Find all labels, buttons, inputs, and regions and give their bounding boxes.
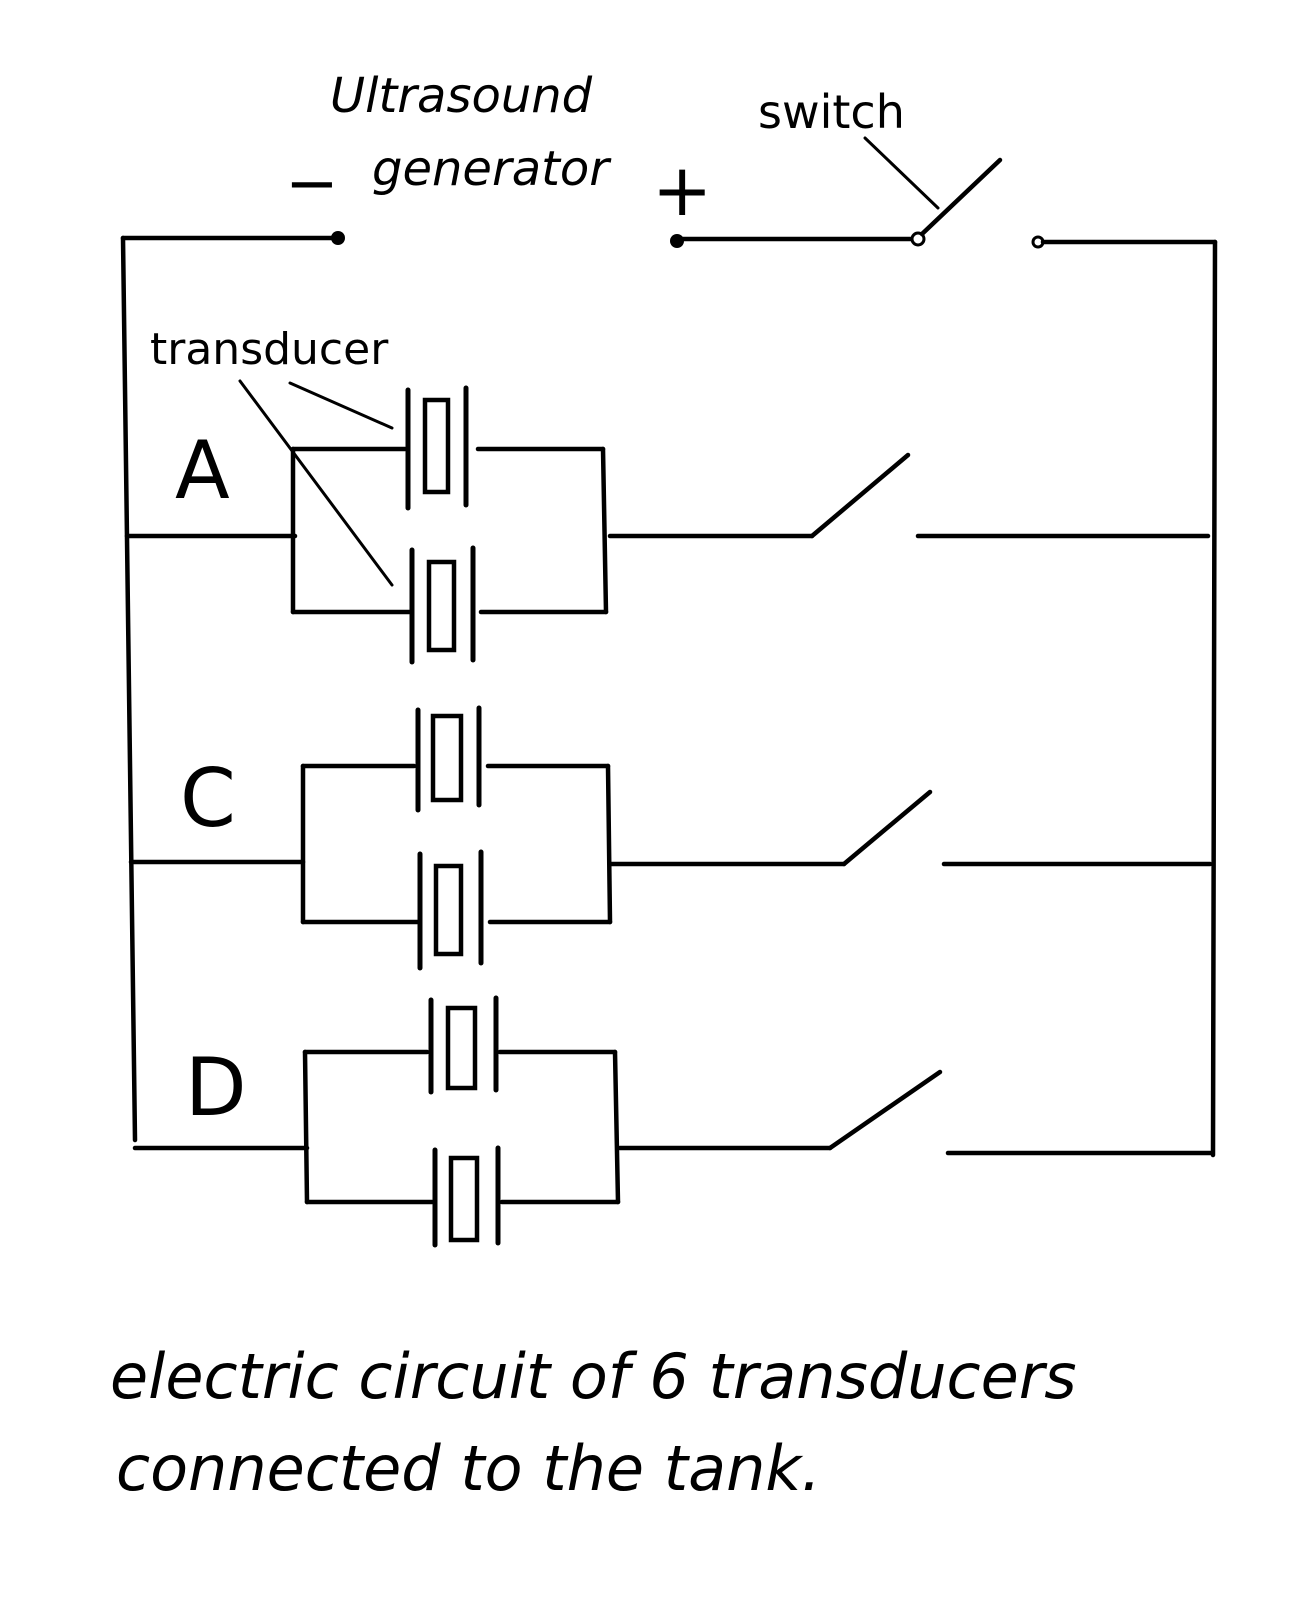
- generator-supply: [120, 157, 1218, 249]
- switch-leader-line: [863, 136, 940, 210]
- negative-sign: −: [285, 147, 339, 221]
- transducer-a2-crystal: [426, 559, 457, 653]
- transducer-a1: [405, 385, 469, 511]
- generator-title-line2: generator: [372, 141, 612, 197]
- transducer-c1-crystal: [430, 713, 464, 803]
- switch-label: switch: [758, 85, 905, 139]
- group-label-c: C: [180, 752, 236, 845]
- branch-a-right-junction: [600, 446, 609, 615]
- branch-c-switch-blade: [841, 789, 933, 867]
- transducer-leader-upper: [288, 381, 394, 430]
- caption-line1: electric circuit of 6 transducers: [110, 1340, 1077, 1413]
- branch-d-right-junction: [612, 1049, 621, 1205]
- positive-sign: +: [652, 148, 712, 232]
- main-switch-blade: [919, 157, 1003, 237]
- transducer-d1: [428, 995, 499, 1095]
- group-c: C: [128, 705, 1213, 971]
- transducer-label: transducer: [150, 324, 389, 375]
- transducer-c2: [417, 849, 484, 971]
- transducer-a2: [409, 545, 476, 665]
- left-bus-rail: [120, 235, 138, 1143]
- transducer-leader-lower: [238, 379, 394, 587]
- right-bus-rail: [1210, 239, 1218, 1158]
- transducer-c1: [415, 705, 482, 813]
- group-label-d: D: [185, 1041, 247, 1134]
- transducer-d2-crystal: [448, 1155, 480, 1243]
- branch-d-switch-blade: [827, 1069, 943, 1151]
- transducer-a1-crystal: [422, 397, 451, 495]
- transducer-c2-crystal: [433, 863, 464, 957]
- caption-line2: connected to the tank.: [116, 1432, 821, 1505]
- group-label-a: A: [175, 424, 230, 517]
- negative-terminal: [331, 231, 345, 245]
- branch-c-right-junction: [605, 763, 613, 925]
- transducer-d1-crystal: [445, 1005, 478, 1091]
- group-a: A: [124, 385, 1211, 665]
- branch-a-switch-blade: [809, 452, 911, 539]
- group-d: D: [132, 995, 1215, 1248]
- branch-d-left-junction: [302, 1049, 310, 1205]
- transducer-d2: [432, 1145, 501, 1248]
- generator-title-line1: Ultrasound: [330, 68, 593, 124]
